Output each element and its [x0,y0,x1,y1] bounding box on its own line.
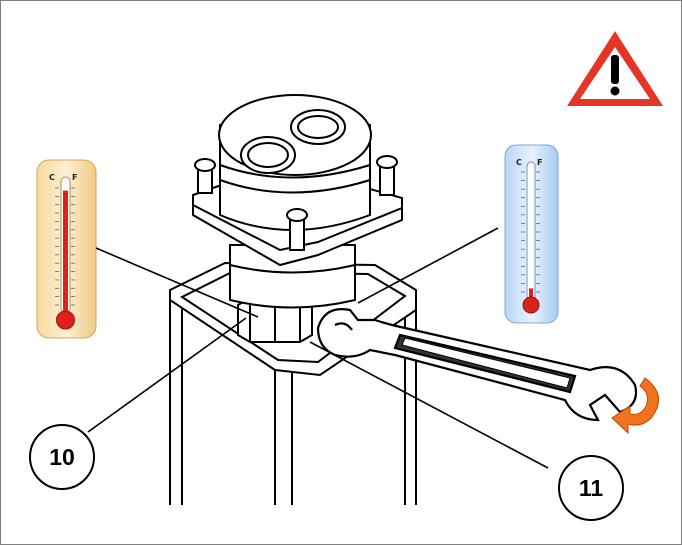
wrench [316,308,638,422]
cold-thermometer-celsius-label: C [516,158,522,167]
hot-thermometer-leader [95,247,259,318]
sensor-assembly [192,94,403,343]
callout-10-leader [87,317,247,433]
warning-triangle-icon [567,31,663,106]
cold-thermometer: C F [504,144,559,324]
callout-10-label: 10 [49,444,75,470]
hot-thermometer-fill [63,190,68,313]
leader-lines [87,227,549,469]
hot-thermometer-fahrenheit-label: F [72,173,77,182]
clockwise-rotation-arrow-icon [611,377,660,435]
callout-11-label: 11 [579,475,604,501]
cold-thermometer-fill [529,288,533,302]
callout-11: 11 [558,455,624,521]
cold-thermometer-fahrenheit-label: F [537,158,542,167]
cold-thermometer-leader [357,227,499,304]
callout-10: 10 [29,424,95,490]
hot-thermometer-celsius-label: C [49,173,55,182]
hot-thermometer: C F [36,159,97,339]
callout-11-leader [309,341,549,469]
